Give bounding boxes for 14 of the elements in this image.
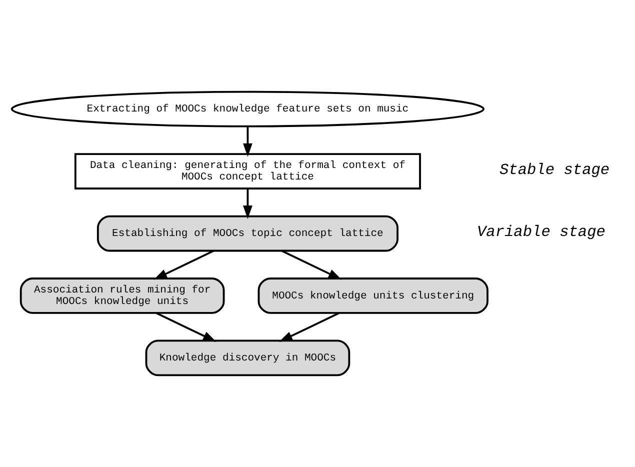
arrow (279, 312, 340, 342)
label: Variable stage (476, 223, 606, 242)
arrow (281, 250, 342, 280)
node-box: Association rules mining for MOOCs knowledge units (20, 278, 225, 314)
node-ellipse: Extracting of MOOCs knowledge feature sets on music (10, 90, 485, 128)
node-box: Data cleaning: generating of the formal context of MOOCs concept lattice (74, 153, 421, 190)
label: Stable stage (499, 160, 610, 179)
arrow (156, 312, 216, 342)
arrow (154, 250, 214, 280)
node-box: Establishing of MOOCs topic concept lattice (96, 215, 398, 252)
node-box: Knowledge discovery in MOOCs (145, 340, 350, 376)
arrow (243, 126, 252, 157)
node-box: MOOCs knowledge units clustering (258, 278, 488, 314)
arrow (243, 188, 252, 219)
